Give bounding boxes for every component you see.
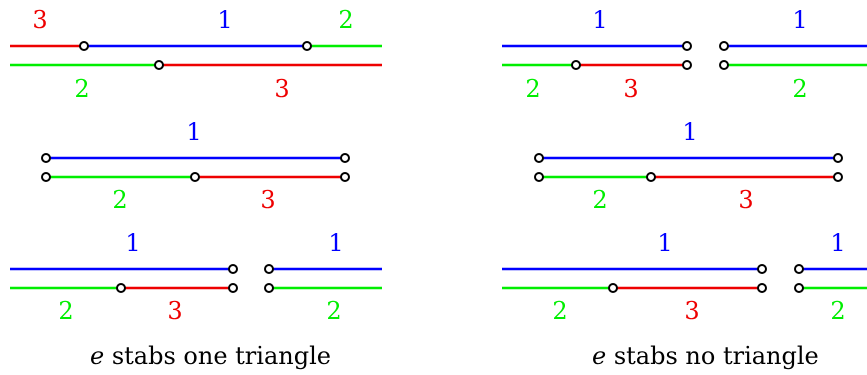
node-marker xyxy=(757,264,767,274)
node-marker xyxy=(41,172,51,182)
node-marker xyxy=(340,153,350,163)
node-marker xyxy=(116,283,126,293)
right-row2: 1 2 3 xyxy=(534,118,843,214)
label-2: 2 xyxy=(58,297,73,325)
node-marker xyxy=(41,153,51,163)
node-marker xyxy=(719,60,729,70)
label-1: 1 xyxy=(328,229,343,257)
node-marker xyxy=(682,41,692,51)
node-marker xyxy=(190,172,200,182)
left-row1: 3 1 2 2 3 xyxy=(10,6,382,103)
caption-left-text: stabs one triangle xyxy=(104,342,331,370)
label-3: 3 xyxy=(167,297,182,325)
label-3: 3 xyxy=(274,75,289,103)
label-2: 2 xyxy=(592,186,607,214)
label-3: 3 xyxy=(260,186,275,214)
label-1: 1 xyxy=(125,229,140,257)
left-row2: 1 2 3 xyxy=(41,118,350,214)
label-2: 2 xyxy=(792,75,807,103)
label-1: 1 xyxy=(217,6,232,34)
node-marker xyxy=(154,60,164,70)
node-marker xyxy=(794,264,804,274)
label-2: 2 xyxy=(74,75,89,103)
left-row3: 1 1 2 3 2 xyxy=(10,229,382,325)
node-marker xyxy=(833,153,843,163)
node-marker xyxy=(757,283,767,293)
label-2: 2 xyxy=(525,75,540,103)
label-2: 2 xyxy=(338,6,353,34)
label-3: 3 xyxy=(738,186,753,214)
label-1: 1 xyxy=(186,118,201,146)
node-marker xyxy=(228,283,238,293)
node-marker xyxy=(646,172,656,182)
node-marker xyxy=(264,283,274,293)
label-1: 1 xyxy=(792,6,807,34)
node-marker xyxy=(340,172,350,182)
caption-right: e stabs no triangle xyxy=(592,342,819,370)
label-3: 3 xyxy=(32,6,47,34)
label-3: 3 xyxy=(684,297,699,325)
label-2: 2 xyxy=(830,297,845,325)
node-marker xyxy=(571,60,581,70)
caption-left-variable: e xyxy=(90,342,104,370)
node-marker xyxy=(534,172,544,182)
node-marker xyxy=(228,264,238,274)
label-1: 1 xyxy=(592,6,607,34)
label-2: 2 xyxy=(112,186,127,214)
node-marker xyxy=(833,172,843,182)
label-1: 1 xyxy=(830,229,845,257)
label-1: 1 xyxy=(682,118,697,146)
node-marker xyxy=(719,41,729,51)
label-2: 2 xyxy=(326,297,341,325)
caption-left: e stabs one triangle xyxy=(90,342,331,370)
right-row3: 1 1 2 3 2 xyxy=(502,229,867,325)
label-1: 1 xyxy=(657,229,672,257)
node-marker xyxy=(682,60,692,70)
node-marker xyxy=(534,153,544,163)
label-2: 2 xyxy=(552,297,567,325)
node-marker xyxy=(264,264,274,274)
node-marker xyxy=(794,283,804,293)
node-marker xyxy=(302,41,312,51)
caption-right-variable: e xyxy=(592,342,606,370)
node-marker xyxy=(608,283,618,293)
node-marker xyxy=(79,41,89,51)
caption-right-text: stabs no triangle xyxy=(606,342,819,370)
right-row1: 1 1 2 3 2 xyxy=(502,6,867,103)
label-3: 3 xyxy=(623,75,638,103)
